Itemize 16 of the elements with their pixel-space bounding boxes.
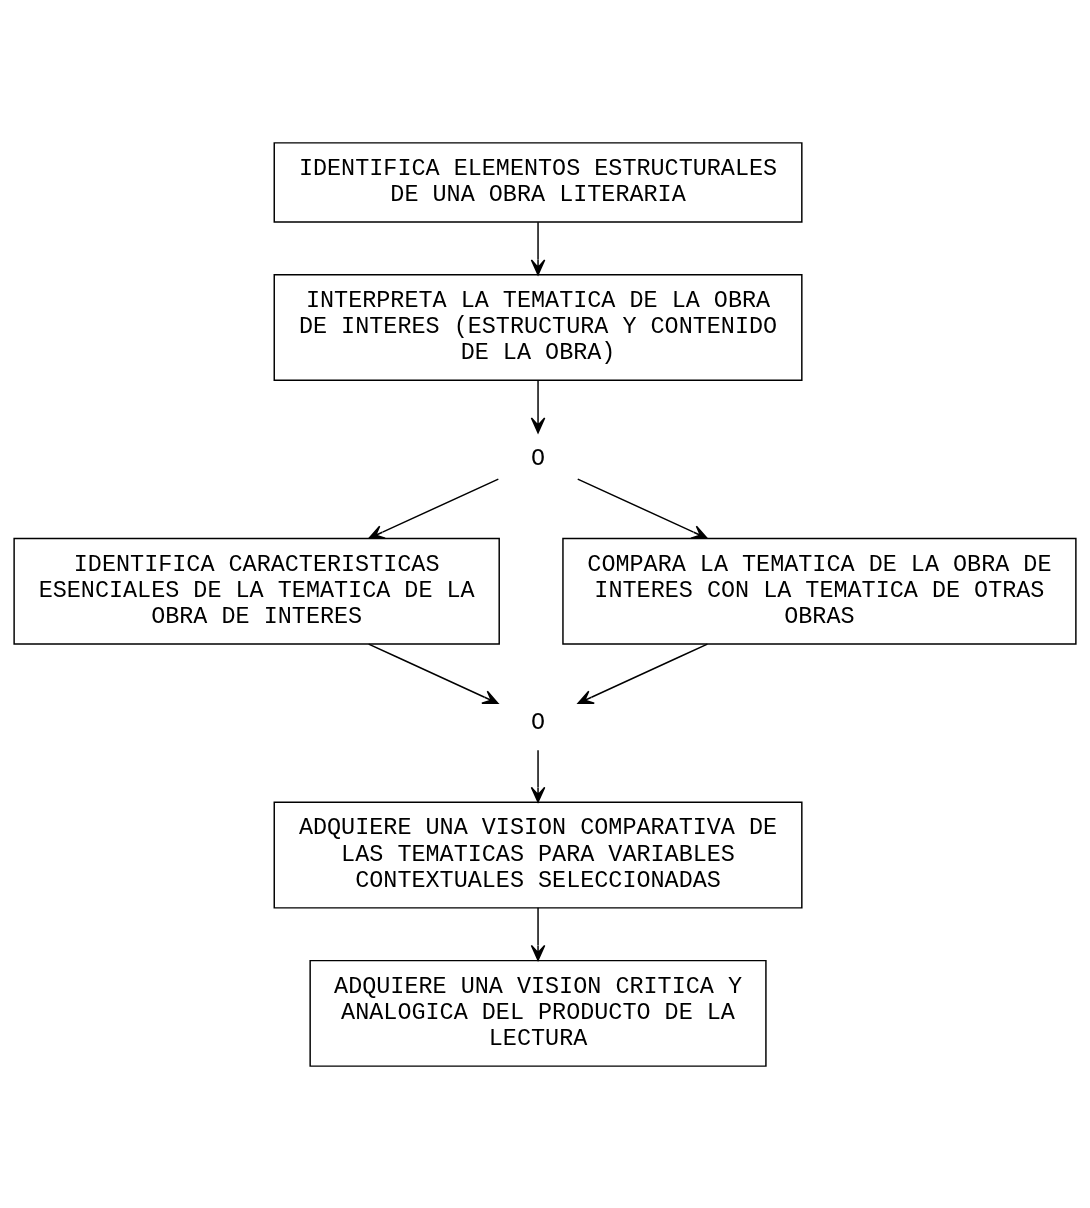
arrow	[530, 221, 546, 275]
node-text: O	[531, 708, 546, 736]
arrow	[577, 642, 709, 704]
arrow	[530, 379, 546, 433]
arrow	[530, 748, 546, 803]
node-box: IDENTIFICA ELEMENTOS ESTRUCTURALES DE UNA OBRA LITERARIA	[273, 141, 803, 223]
arrow	[368, 477, 500, 539]
arrow	[367, 642, 499, 704]
node-box: ADQUIERE UNA VISION COMPARATIVA DE LAS TEMATICAS PARA VARIABLES CONTEXTUALES SELECCIONADAS	[273, 801, 803, 909]
node-text: O	[531, 444, 546, 472]
node-box: COMPARA LA TEMATICA DE LA OBRA DE INTERES CON LA TEMATICA DE OTRAS OBRAS	[562, 537, 1077, 645]
node-box: ADQUIERE UNA VISION CRITICA Y ANALOGICA DEL PRODUCTO DE LA LECTURA	[309, 959, 767, 1067]
node-box: INTERPRETA LA TEMATICA DE LA OBRA DE INTERES (ESTRUCTURA Y CONTENIDO DE LA OBRA)	[273, 273, 803, 381]
arrow	[530, 906, 546, 961]
arrow	[577, 477, 708, 539]
node-box: IDENTIFICA CARACTERISTICAS ESENCIALES DE LA TEMATICA DE LA OBRA DE INTERES	[13, 537, 500, 645]
